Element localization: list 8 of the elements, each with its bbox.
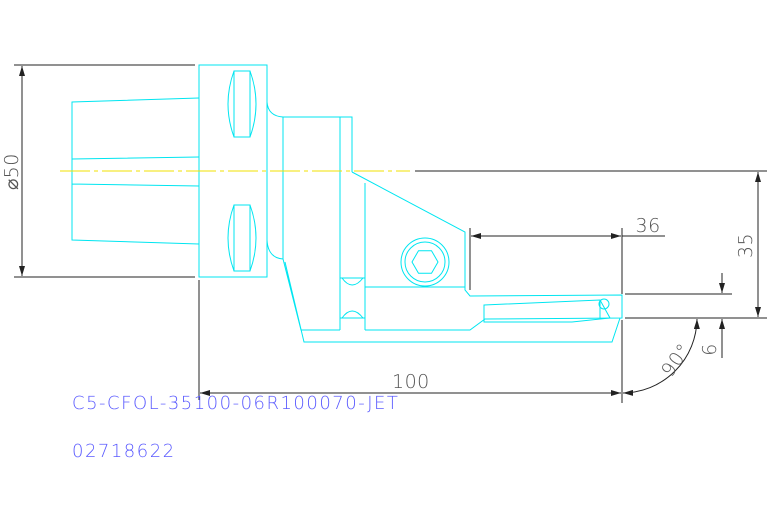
dimension-value: 36: [636, 216, 661, 236]
dimension-value: 100: [392, 372, 430, 392]
dimension-value: 90°: [658, 340, 694, 380]
part-code: C5-CFOL-35100-06R100070-JET: [72, 395, 400, 413]
dimension-value: 35: [736, 232, 756, 258]
dimension-value: 6: [700, 342, 720, 356]
dimension-value: ⌀50: [2, 152, 22, 190]
item-number: 02718622: [72, 443, 176, 461]
